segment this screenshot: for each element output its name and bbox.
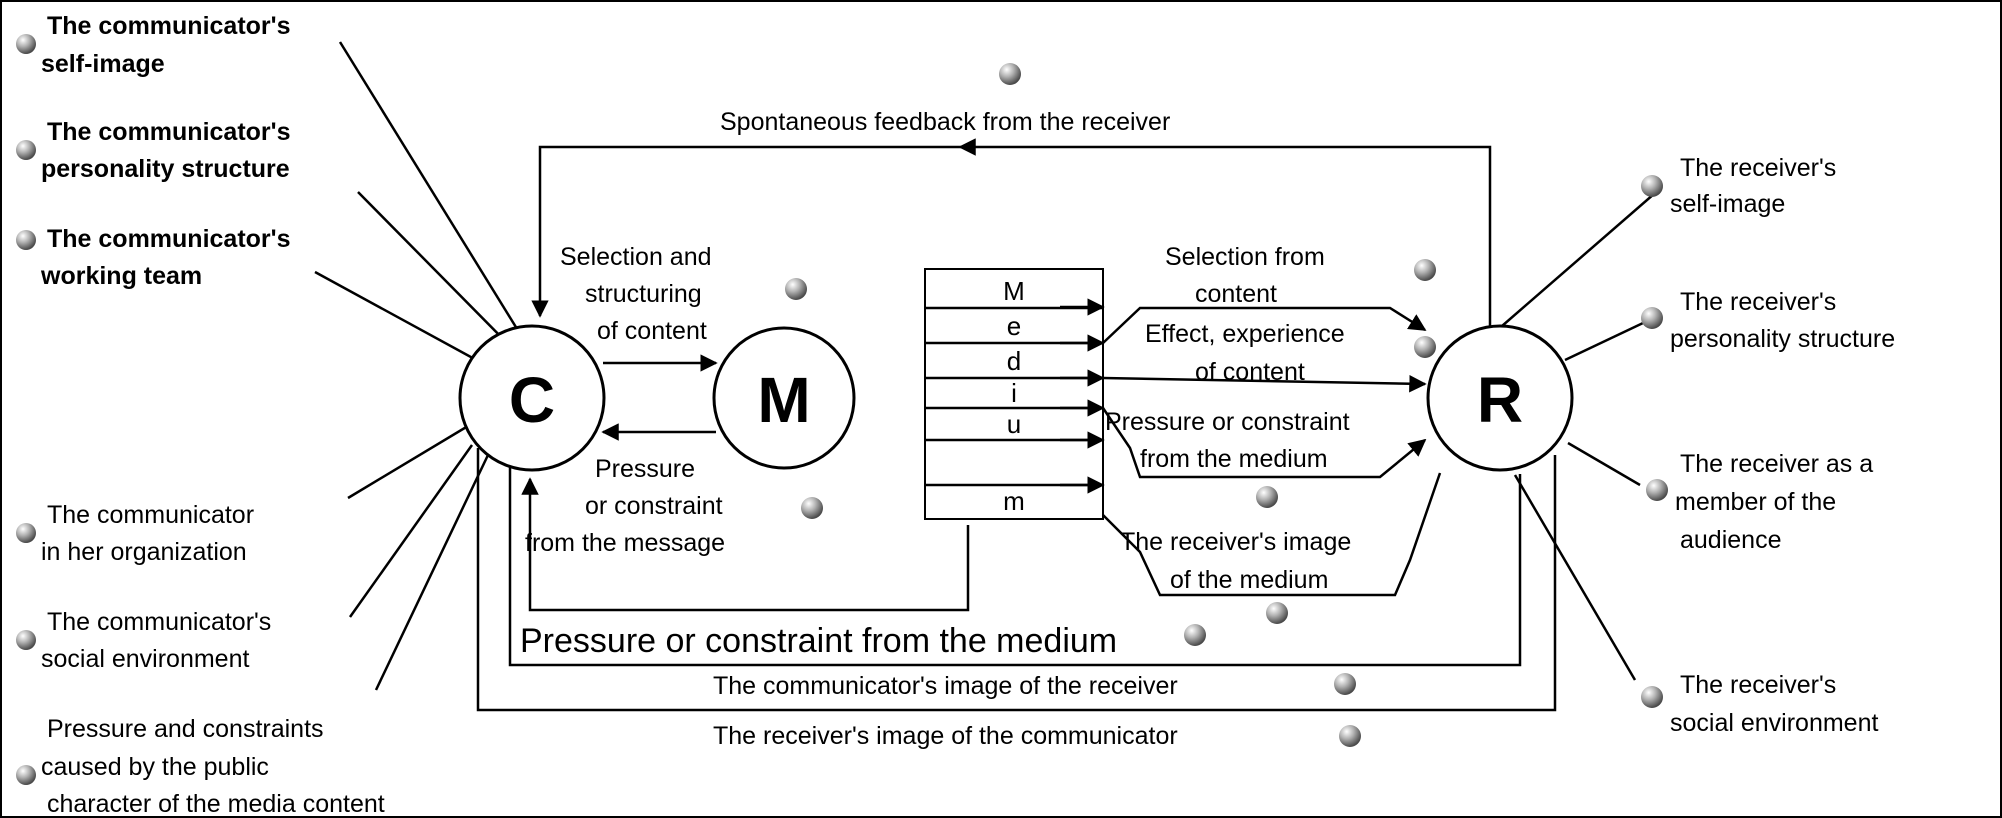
bullet-ball-icon xyxy=(999,63,1021,85)
bullet-ball-icon xyxy=(1641,307,1663,329)
label-selection-from-content-line2: content xyxy=(1195,280,1277,308)
bullet-ball-icon xyxy=(1266,602,1288,624)
label-communicator-self-image-line2: self-image xyxy=(41,50,165,78)
bullet-ball-icon xyxy=(16,523,36,543)
label-communicator-organization-line2: in her organization xyxy=(41,538,247,566)
label-receiver-self-image-line1: The receiver's xyxy=(1680,154,1836,182)
label-pressure-message-line1: Pressure xyxy=(595,455,695,483)
label-communicator-image-receiver: The communicator's image of the receiver xyxy=(713,672,1178,700)
bullet-ball-icon xyxy=(1184,624,1206,646)
bullet-ball-icon xyxy=(1414,259,1436,281)
bullet-ball-icon xyxy=(1256,486,1278,508)
medium-letter: M xyxy=(1003,276,1025,306)
label-receiver-audience-line1: The receiver as a xyxy=(1680,450,1873,478)
label-receiver-social-line2: social environment xyxy=(1670,709,1878,737)
label-selection-from-content-line1: Selection from xyxy=(1165,243,1325,271)
medium-letter: e xyxy=(1007,311,1021,341)
label-receiver-personality-line1: The receiver's xyxy=(1680,288,1836,316)
node-communicator-letter: C xyxy=(509,364,555,436)
node-message: M xyxy=(712,326,856,470)
bullet-ball-icon xyxy=(1414,336,1436,358)
label-public-pressure-line1: Pressure and constraints xyxy=(47,715,324,743)
bullet-ball-icon xyxy=(16,140,36,160)
medium-letter: i xyxy=(1011,378,1017,408)
medium-letter: d xyxy=(1007,346,1021,376)
medium-row-arrows xyxy=(1060,298,1105,494)
label-receiver-self-image-line2: self-image xyxy=(1670,190,1785,218)
label-communicator-team-line2: working team xyxy=(40,262,202,290)
label-pressure-medium-receiver-line2: from the medium xyxy=(1140,445,1328,473)
node-communicator: C xyxy=(458,324,606,472)
bullet-icons xyxy=(16,34,1668,785)
bullet-ball-icon xyxy=(1641,686,1663,708)
label-communicator-self-image-line1: The communicator's xyxy=(47,12,291,40)
label-communicator-social-line1: The communicator's xyxy=(47,608,271,636)
node-receiver: R xyxy=(1426,324,1574,472)
flow-labels: Spontaneous feedback from the receiver S… xyxy=(520,108,1351,750)
label-public-pressure-line3: character of the media content xyxy=(47,790,385,818)
bullet-ball-icon xyxy=(801,497,823,519)
bullet-ball-icon xyxy=(16,230,36,250)
feedback-loop xyxy=(531,138,1492,342)
bullet-ball-icon xyxy=(16,765,36,785)
communicator-factor-lines xyxy=(314,41,529,691)
label-pressure-medium-communicator: Pressure or constraint from the medium xyxy=(520,622,1117,660)
receiver-factor-labels: The receiver's self-image The receiver's… xyxy=(1670,154,1895,737)
bullet-ball-icon xyxy=(785,278,807,300)
medium-letter: u xyxy=(1007,409,1021,439)
medium-letter: m xyxy=(1003,486,1025,516)
label-selection-structuring-line1: Selection and xyxy=(560,243,712,271)
label-receiver-audience-line2: member of the xyxy=(1675,488,1836,516)
label-feedback: Spontaneous feedback from the receiver xyxy=(720,108,1170,136)
bullet-ball-icon xyxy=(1334,673,1356,695)
medium-to-receiver-arrows xyxy=(1101,306,1442,597)
bullet-ball-icon xyxy=(16,630,36,650)
label-receiver-personality-line2: personality structure xyxy=(1670,325,1895,353)
label-selection-structuring-line2: structuring xyxy=(585,280,702,308)
label-receiver-image-medium-line2: of the medium xyxy=(1170,566,1328,594)
bullet-ball-icon xyxy=(1641,175,1663,197)
communicator-factor-labels: The communicator's self-image The commun… xyxy=(40,12,385,818)
bullet-ball-icon xyxy=(1646,479,1668,501)
label-communicator-personality-line2: personality structure xyxy=(41,155,290,183)
bullet-ball-icon xyxy=(16,34,36,54)
label-public-pressure-line2: caused by the public xyxy=(41,753,269,781)
label-pressure-medium-receiver-line1: Pressure or constraint xyxy=(1105,408,1350,436)
label-effect-experience-line1: Effect, experience xyxy=(1145,320,1345,348)
node-receiver-letter: R xyxy=(1477,364,1523,436)
label-pressure-message-line3: from the message xyxy=(525,529,725,557)
lower-loops xyxy=(476,448,1557,712)
label-receiver-image-medium-line1: The receiver's image xyxy=(1120,528,1351,556)
node-message-letter: M xyxy=(757,364,810,436)
label-communicator-social-line2: social environment xyxy=(41,645,249,673)
label-communicator-organization-line1: The communicator xyxy=(47,501,254,529)
label-communicator-team-line1: The communicator's xyxy=(47,225,291,253)
label-receiver-audience-line3: audience xyxy=(1680,526,1781,554)
label-communicator-personality-line1: The communicator's xyxy=(47,118,291,146)
label-selection-structuring-line3: of content xyxy=(597,317,707,345)
label-pressure-message-line2: or constraint xyxy=(585,492,723,520)
label-receiver-social-line1: The receiver's xyxy=(1680,671,1836,699)
label-receiver-image-communicator: The receiver's image of the communicator xyxy=(713,722,1178,750)
bullet-ball-icon xyxy=(1339,725,1361,747)
label-effect-experience-line2: of content xyxy=(1195,358,1305,386)
medium-box: M e d i u m xyxy=(924,268,1104,520)
